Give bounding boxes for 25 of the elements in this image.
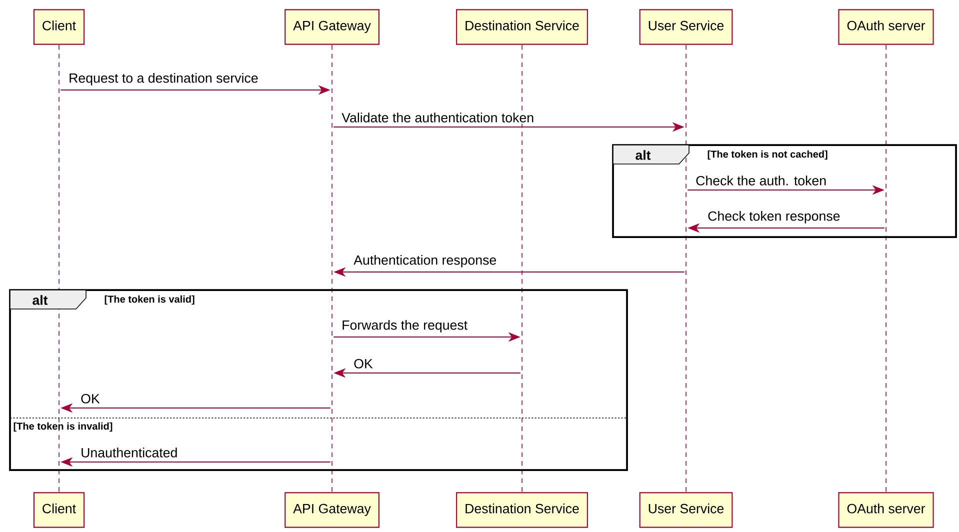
- participant-box: OAuth server: [838, 492, 934, 528]
- participant-box: Client: [33, 9, 85, 45]
- message-label: OK: [79, 392, 102, 405]
- guard-condition: [The token is valid]: [104, 295, 194, 305]
- participant-box: OAuth server: [838, 9, 934, 45]
- lifeline: [58, 45, 60, 492]
- fragment-tab: alt: [612, 144, 690, 164]
- guard-condition: [The token is invalid]: [14, 422, 112, 432]
- participant-box: Destination Service: [456, 492, 588, 528]
- participant-box: API Gateway: [284, 9, 380, 45]
- message-label: Forwards the request: [340, 318, 469, 334]
- participant-box: API Gateway: [284, 492, 380, 528]
- guard-condition: [The token is not cached]: [708, 150, 828, 160]
- message-label: Check token response: [706, 210, 842, 225]
- message-label: Unauthenticated: [79, 446, 180, 459]
- participant-box: Destination Service: [456, 9, 588, 45]
- participant-box: Client: [33, 492, 85, 528]
- message-label: Validate the authentication token: [340, 111, 536, 124]
- message-label: Authentication response: [352, 254, 498, 269]
- message-label: OK: [352, 358, 374, 370]
- message-label: Check the auth. token: [694, 174, 828, 187]
- participant-box: User Service: [639, 9, 733, 45]
- participant-box: User Service: [639, 492, 733, 528]
- fragment-tab: alt: [10, 290, 86, 310]
- message-label: Request to a destination service: [67, 72, 260, 87]
